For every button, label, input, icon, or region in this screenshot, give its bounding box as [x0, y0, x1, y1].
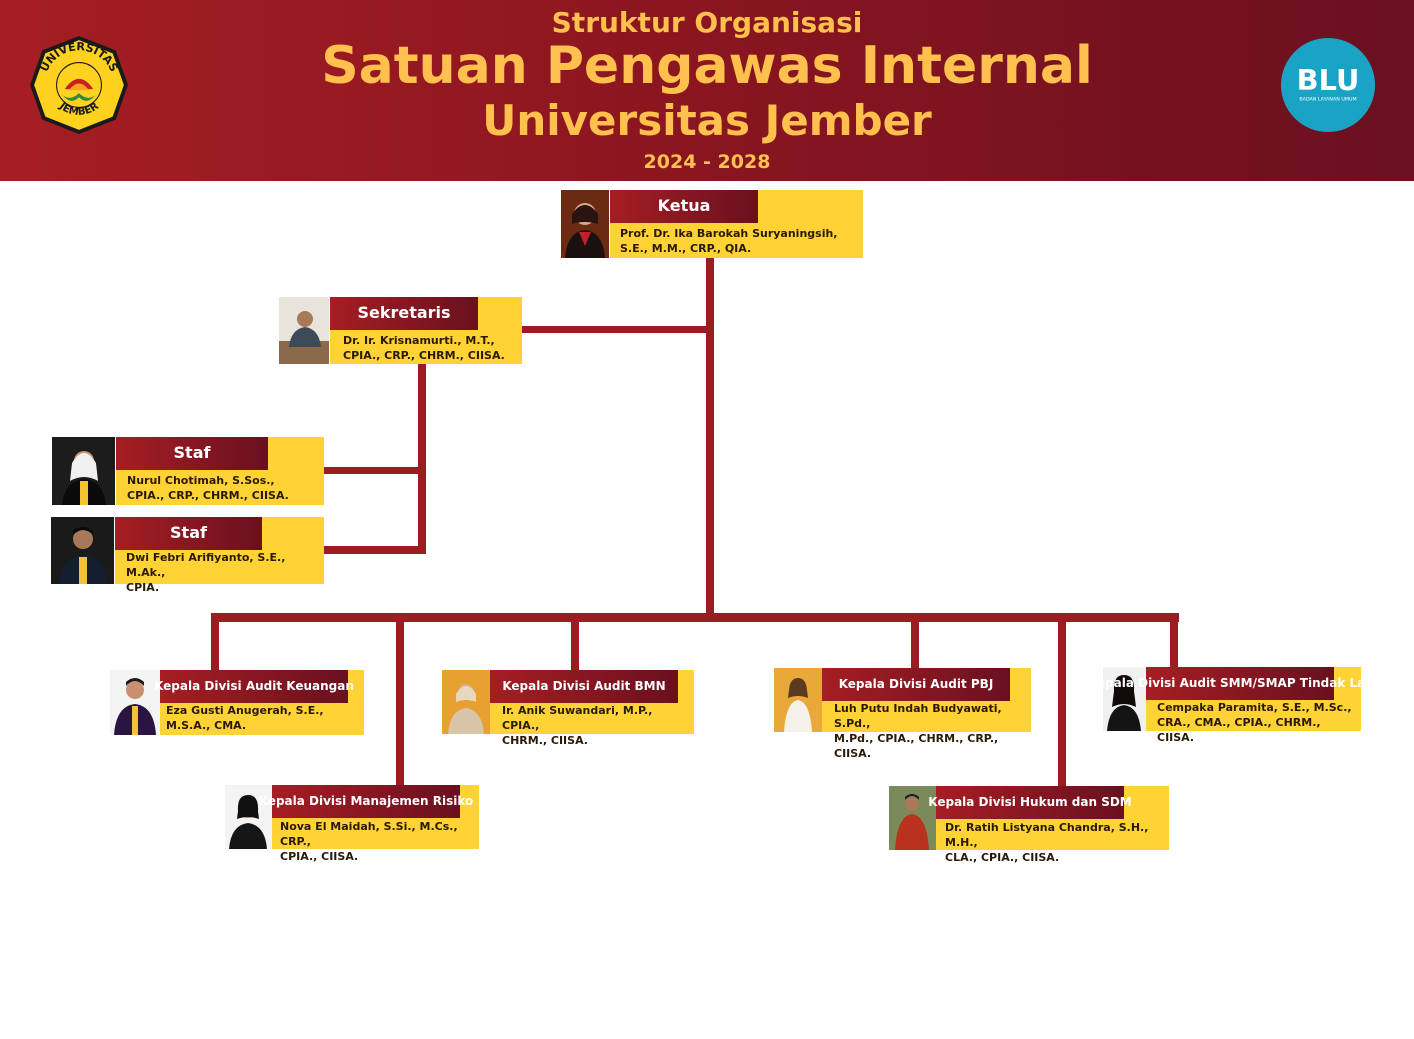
node-staf-1: Staf Nurul Chotimah, S.Sos., CPIA., CRP.…: [52, 437, 324, 505]
node-div-keuangan: Kepala Divisi Audit Keuangan Eza Gusti A…: [110, 670, 364, 735]
university-logo-icon: UNIVERSITAS JEMBER: [30, 36, 128, 134]
node-ketua: Ketua Prof. Dr. Ika Barokah Suryaningsih…: [561, 190, 863, 258]
blu-logo-mark: BLU: [1297, 63, 1360, 97]
connector-staf1: [324, 467, 418, 474]
staf1-photo: [52, 437, 115, 505]
node-staf-2: Staf Dwi Febri Arifiyanto, S.E., M.Ak., …: [51, 517, 324, 594]
header-university: Universitas Jember: [482, 96, 932, 145]
node-div-risiko: Kepala Divisi Manajemen Risiko Nova El M…: [225, 785, 479, 863]
connector-sekretaris: [522, 326, 706, 333]
node-div-bmn: Kepala Divisi Audit BMN Ir. Anik Suwanda…: [442, 670, 694, 747]
connector-bmn: [571, 620, 579, 670]
smm-box: Kepala Divisi Audit SMM/SMAP Tindak Lanj…: [1088, 667, 1392, 744]
sekretaris-role: Sekretaris: [330, 297, 478, 330]
header-period: 2024 - 2028: [643, 151, 771, 173]
bmn-box: Kepala Divisi Audit BMN Ir. Anik Suwanda…: [490, 670, 694, 747]
staf2-role: Staf: [115, 517, 262, 550]
blu-logo-caption: BADAN LAYANAN UMUM: [1299, 96, 1356, 102]
connector-sekretaris-staf: [418, 364, 426, 554]
header-title: Satuan Pengawas Internal: [321, 36, 1093, 96]
connector-pbj: [911, 620, 919, 668]
staf2-photo: [51, 517, 114, 584]
keuangan-box: Kepala Divisi Audit Keuangan Eza Gusti A…: [154, 670, 364, 735]
ketua-photo: [561, 190, 609, 258]
sekretaris-box: Sekretaris Dr. Ir. Krisnamurti., M.T., C…: [330, 297, 522, 364]
node-div-smm: Kepala Divisi Audit SMM/SMAP Tindak Lanj…: [1088, 667, 1392, 744]
connector-hukum: [1058, 620, 1066, 786]
bmn-name: Ir. Anik Suwandari, M.P., CPIA., CHRM., …: [502, 704, 653, 747]
header-banner: Struktur Organisasi Satuan Pengawas Inte…: [0, 0, 1414, 181]
bmn-role: Kepala Divisi Audit BMN: [490, 670, 678, 703]
hukum-box: Kepala Divisi Hukum dan SDM Dr. Ratih Li…: [928, 786, 1169, 864]
ketua-name: Prof. Dr. Ika Barokah Suryaningsih, S.E.…: [620, 227, 838, 255]
hukum-photo: [889, 786, 936, 850]
pbj-name: Luh Putu Indah Budyawati, S.Pd., M.Pd., …: [834, 702, 1002, 760]
connector-risiko: [396, 620, 404, 785]
smm-name: Cempaka Paramita, S.E., M.Sc., CRA., CMA…: [1157, 701, 1352, 744]
keuangan-photo: [110, 670, 160, 735]
connector-ketua-trunk: [706, 258, 714, 614]
staf1-role: Staf: [116, 437, 268, 470]
hukum-name: Dr. Ratih Listyana Chandra, S.H., M.H., …: [945, 821, 1149, 864]
staf1-name: Nurul Chotimah, S.Sos., CPIA., CRP., CHR…: [127, 474, 289, 502]
keuangan-name: Eza Gusti Anugerah, S.E., M.S.A., CMA.: [166, 704, 324, 732]
logo-bottom-text: JEMBER: [56, 100, 101, 118]
ketua-box: Ketua Prof. Dr. Ika Barokah Suryaningsih…: [610, 190, 863, 258]
pbj-box: Kepala Divisi Audit PBJ Luh Putu Indah B…: [822, 668, 1031, 760]
pbj-role: Kepala Divisi Audit PBJ: [822, 668, 1010, 701]
connector-divisi-bar: [211, 613, 1179, 622]
risiko-box: Kepala Divisi Manajemen Risiko Nova El M…: [259, 785, 479, 863]
keuangan-role: Kepala Divisi Audit Keuangan: [154, 670, 354, 703]
node-div-hukum: Kepala Divisi Hukum dan SDM Dr. Ratih Li…: [889, 786, 1169, 864]
smm-role: Kepala Divisi Audit SMM/SMAP Tindak Lanj…: [1088, 667, 1392, 700]
risiko-photo: [225, 785, 272, 849]
connector-keuangan: [211, 613, 219, 670]
hukum-role: Kepala Divisi Hukum dan SDM: [928, 786, 1132, 819]
staf2-name: Dwi Febri Arifiyanto, S.E., M.Ak., CPIA.: [126, 551, 286, 594]
node-sekretaris: Sekretaris Dr. Ir. Krisnamurti., M.T., C…: [279, 297, 522, 364]
smm-photo: [1103, 667, 1146, 731]
pbj-photo: [774, 668, 822, 732]
sekretaris-name: Dr. Ir. Krisnamurti., M.T., CPIA., CRP.,…: [343, 334, 505, 362]
blu-logo-icon: BLU BADAN LAYANAN UMUM: [1280, 37, 1376, 133]
connector-smm: [1170, 613, 1178, 667]
connector-staf2: [324, 546, 426, 554]
bmn-photo: [442, 670, 490, 734]
node-div-pbj: Kepala Divisi Audit PBJ Luh Putu Indah B…: [774, 668, 1031, 760]
sekretaris-photo: [279, 297, 329, 364]
risiko-role: Kepala Divisi Manajemen Risiko: [259, 785, 473, 818]
staf1-box: Staf Nurul Chotimah, S.Sos., CPIA., CRP.…: [116, 437, 324, 505]
risiko-name: Nova El Maidah, S.Si., M.Cs., CRP., CPIA…: [280, 820, 458, 863]
staf2-box: Staf Dwi Febri Arifiyanto, S.E., M.Ak., …: [115, 517, 324, 594]
header-subtitle: Struktur Organisasi: [551, 6, 863, 39]
ketua-role: Ketua: [610, 190, 758, 223]
